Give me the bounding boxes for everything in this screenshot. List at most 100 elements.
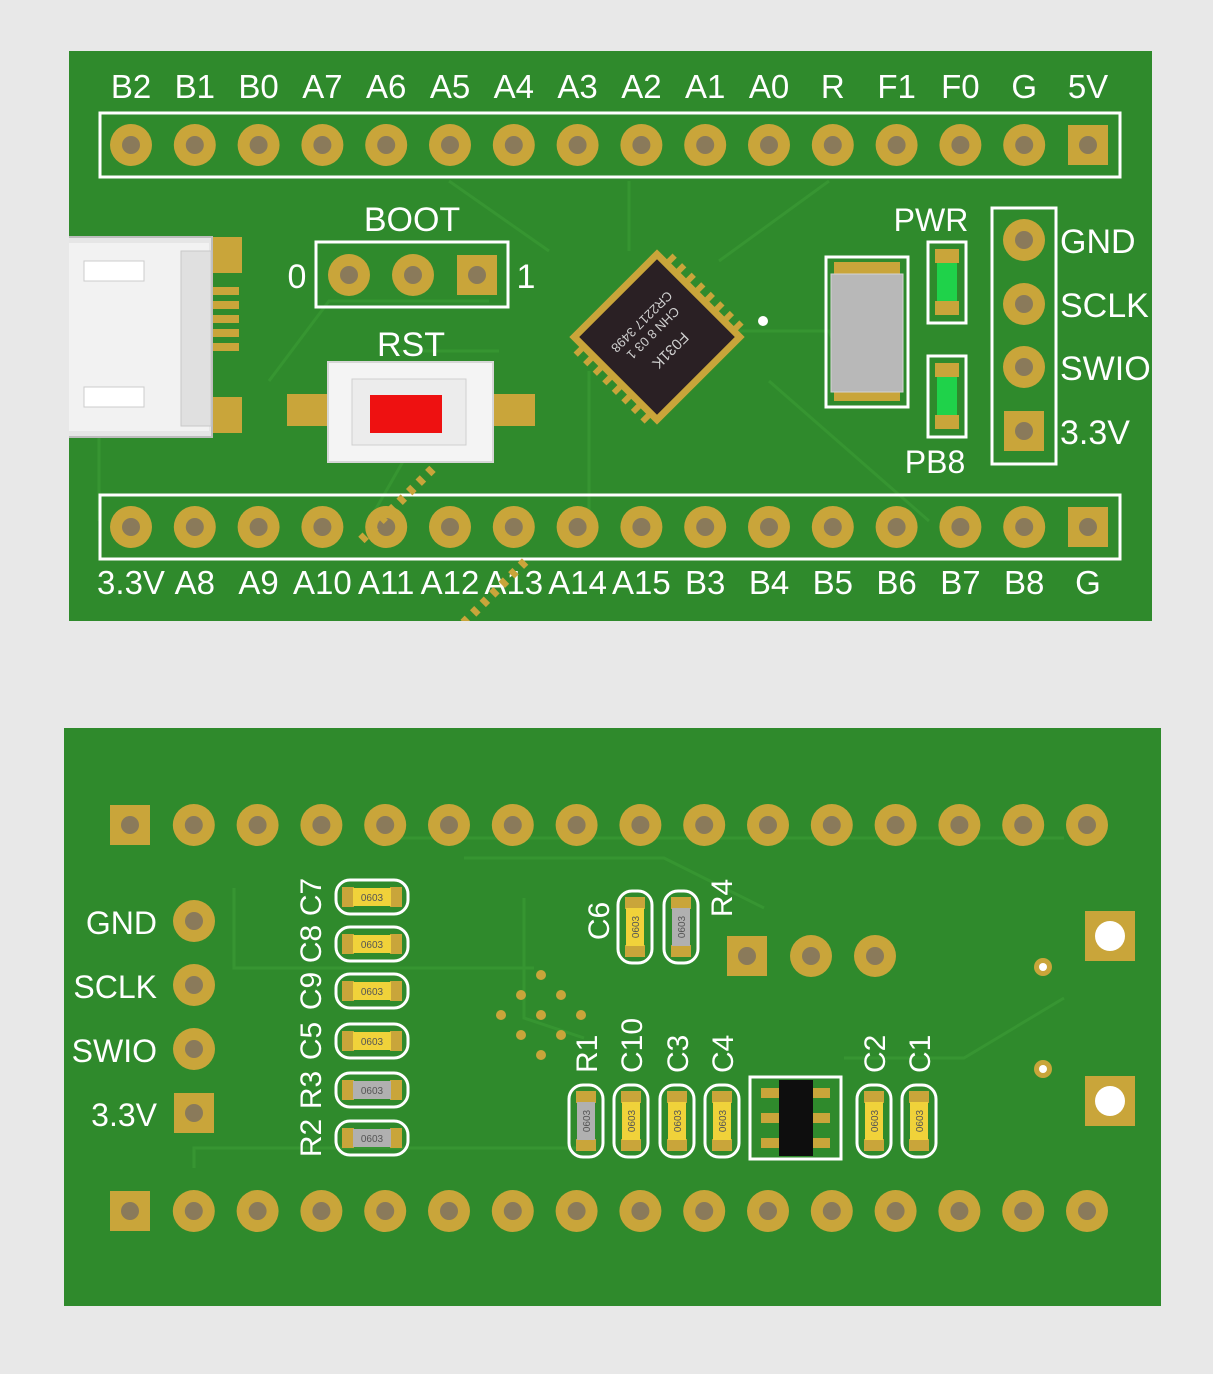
- top-header-pin-10[interactable]: [684, 124, 727, 166]
- bottom-header-pin-4[interactable]: [301, 506, 344, 548]
- back-bottom-header-pin-8[interactable]: [555, 1190, 598, 1232]
- bottom-header-pin-10[interactable]: [684, 506, 727, 548]
- bottom-header-pin-3[interactable]: [237, 506, 280, 548]
- bottom-swd-header[interactable]: [173, 900, 215, 1133]
- component-r1: 0603: [567, 1083, 605, 1159]
- top-header-pin-12[interactable]: [811, 124, 854, 166]
- chip-pin: [694, 282, 706, 293]
- top-header-pin-13[interactable]: [875, 124, 918, 166]
- bottom-header-pin-7[interactable]: [492, 506, 535, 548]
- top-header-pin-9[interactable]: [620, 124, 663, 166]
- bottom-header-label-13: B6: [876, 564, 916, 601]
- top-header-pin-6[interactable]: [429, 124, 471, 166]
- top-header-pin-11[interactable]: [748, 124, 790, 166]
- boot-jumper[interactable]: [328, 254, 497, 296]
- back-bottom-header-pin-11[interactable]: [747, 1190, 789, 1232]
- package-code: 0603: [631, 915, 642, 938]
- back-top-header-pin-11[interactable]: [747, 804, 789, 846]
- chip-pin: [640, 413, 651, 424]
- chip-pin: [425, 465, 436, 477]
- top-header-pin-15[interactable]: [1003, 124, 1046, 166]
- top-header-pin-4[interactable]: [301, 124, 344, 166]
- back-top-header-pin-16[interactable]: [1066, 804, 1108, 846]
- back-top-header-pin-4[interactable]: [300, 804, 343, 846]
- bottom-header-pin-1[interactable]: [110, 506, 152, 548]
- chip-pin: [508, 567, 519, 579]
- bottom-header-pin-2[interactable]: [173, 506, 216, 548]
- bottom-header-label-14: B7: [940, 564, 980, 601]
- bottom-header-pin-12[interactable]: [811, 506, 854, 548]
- back-bottom-header-pin-9[interactable]: [619, 1190, 662, 1232]
- back-top-header-pin-2[interactable]: [172, 804, 215, 846]
- back-top-header-pin-13[interactable]: [874, 804, 917, 846]
- back-top-header-pin-9[interactable]: [619, 804, 662, 846]
- back-bottom-header-pin-16[interactable]: [1066, 1190, 1108, 1232]
- top-header-pin-8[interactable]: [556, 124, 599, 166]
- back-bottom-header-pin-1[interactable]: [110, 1191, 150, 1231]
- component-c7: 0603: [334, 878, 410, 916]
- ref-c7: C7: [295, 878, 328, 916]
- bottom-header-pin-14[interactable]: [939, 506, 982, 548]
- chip-pin: [592, 365, 604, 376]
- chip-pin: [733, 320, 744, 331]
- back-bottom-header-pin-14[interactable]: [938, 1190, 981, 1232]
- package-code: 0603: [677, 915, 688, 938]
- back-bottom-header-pin-15[interactable]: [1002, 1190, 1045, 1232]
- back-bottom-header-pin-5[interactable]: [364, 1190, 407, 1232]
- reset-button-cap[interactable]: [370, 395, 442, 433]
- top-header-pin-3[interactable]: [237, 124, 280, 166]
- back-bottom-header-pin-3[interactable]: [236, 1190, 279, 1232]
- back-bottom-header-pin-13[interactable]: [874, 1190, 917, 1232]
- chip-pin: [358, 532, 369, 544]
- ref-c1: C1: [904, 1035, 937, 1073]
- top-header-pin-1[interactable]: [110, 124, 152, 166]
- top-header-pin-14[interactable]: [939, 124, 982, 166]
- back-bottom-header-pin-4[interactable]: [300, 1190, 343, 1232]
- chip-pin: [621, 393, 632, 405]
- back-top-header-pin-7[interactable]: [491, 804, 534, 846]
- bottom-header-label-5: A11: [358, 564, 414, 601]
- top-header-pin-2[interactable]: [173, 124, 216, 166]
- bottom-header-label-8: A14: [548, 564, 607, 601]
- bottom-header-pin-8[interactable]: [556, 506, 599, 548]
- back-top-header-pin-8[interactable]: [555, 804, 598, 846]
- back-bottom-header-pin-2[interactable]: [172, 1190, 215, 1232]
- chip-pin: [469, 606, 481, 617]
- swd-header[interactable]: [1003, 219, 1045, 451]
- top-header-pin-5[interactable]: [365, 124, 408, 166]
- bottom-header-pin-13[interactable]: [875, 506, 918, 548]
- chip-pin: [630, 403, 642, 415]
- back-top-header-pin-10[interactable]: [683, 804, 726, 846]
- bottom-header-pin-15[interactable]: [1003, 506, 1046, 548]
- bottom-header-label-6: A12: [421, 564, 480, 601]
- three-pin-header[interactable]: [727, 935, 896, 977]
- bottom-header-pin-6[interactable]: [429, 506, 471, 548]
- bottom-header-pin-9[interactable]: [620, 506, 663, 548]
- bottom-header-pin-5[interactable]: [365, 506, 408, 548]
- reset-button[interactable]: [327, 361, 494, 463]
- back-top-header-pin-15[interactable]: [1002, 804, 1045, 846]
- back-top-header-pin-6[interactable]: [428, 804, 470, 846]
- back-bottom-header-pin-12[interactable]: [810, 1190, 853, 1232]
- back-bottom-header-pin-10[interactable]: [683, 1190, 726, 1232]
- top-header-label-8: A3: [557, 68, 597, 105]
- top-header-pin-7[interactable]: [492, 124, 535, 166]
- chip-pin: [396, 494, 408, 505]
- back-bottom-header-pin-6[interactable]: [428, 1190, 470, 1232]
- back-top-header-pin-12[interactable]: [810, 804, 853, 846]
- bottom-header-pin-16[interactable]: [1068, 507, 1108, 547]
- bottom-header-pin-11[interactable]: [748, 506, 790, 548]
- back-top-header-pin-3[interactable]: [236, 804, 279, 846]
- back-bottom-header-pin-7[interactable]: [491, 1190, 534, 1232]
- chip-pin: [479, 596, 491, 608]
- component-c10: 0603: [612, 1083, 650, 1159]
- bottom-header-label-12: B5: [813, 564, 853, 601]
- back-top-header-pin-5[interactable]: [364, 804, 407, 846]
- top-header-pin-16[interactable]: [1068, 125, 1108, 165]
- top-header-label-7: A4: [494, 68, 534, 105]
- bottom-swd-label-sclk: SCLK: [73, 969, 157, 1005]
- back-top-header-pin-14[interactable]: [938, 804, 981, 846]
- back-top-header-pin-1[interactable]: [110, 805, 150, 845]
- top-header-label-10: A1: [685, 68, 725, 105]
